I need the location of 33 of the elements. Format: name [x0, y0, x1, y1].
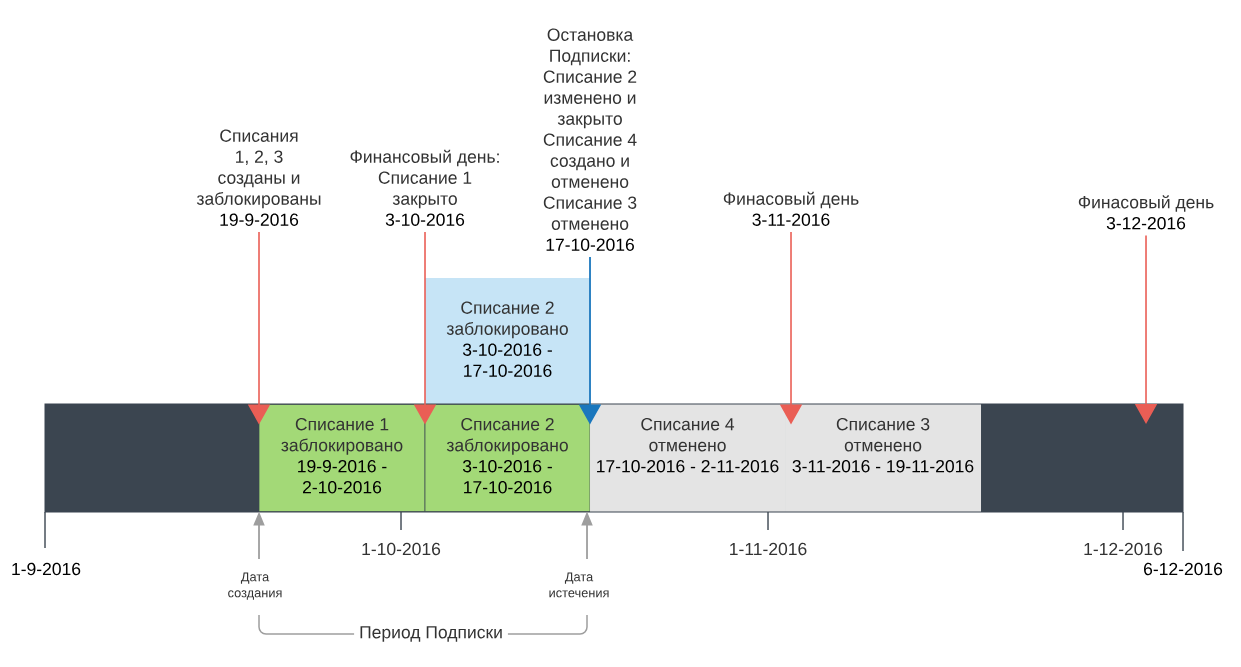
period-segment — [785, 404, 981, 512]
period-dates: 3-10-2016 - 17-10-2016 — [462, 460, 552, 494]
event-description: Остановка Подписки: Списание 2 изменено и закрыто Списание 4 создано и отменено Списание 3 отменено — [543, 28, 637, 230]
bracket-label: Период Подписки — [354, 621, 508, 647]
period-title: Списание 2 заблокировано — [446, 301, 568, 339]
period-dates: 19-9-2016 - 2-10-2016 — [298, 460, 387, 494]
period-box — [425, 278, 590, 404]
event-description: Финасовый день — [1078, 195, 1214, 212]
event-description: Списания 1, 2, 3 созданы и заблокированы — [196, 129, 321, 209]
event-description: Финасовый день — [723, 191, 859, 209]
date-caption: Дата истечения — [549, 572, 609, 598]
period-segment — [258, 404, 426, 512]
period-title: Списание 4 отменено — [641, 418, 735, 452]
date-caption: Дата создания — [228, 572, 282, 600]
event-description: Финансовый день: Списание 1 закрыто — [350, 149, 499, 209]
tick-label: 1-9-2016 — [12, 562, 81, 576]
tick-label: 1-11-2016 — [730, 542, 807, 556]
tick-label: 1-10-2016 — [362, 542, 441, 556]
period-dates: 3-10-2016 - 17-10-2016 — [462, 343, 552, 377]
period-title: Списание 3 отменено — [836, 418, 930, 452]
event-date: 3-11-2016 — [752, 213, 830, 226]
event-date: 3-12-2016 — [1106, 217, 1186, 230]
period-dates: 3-11-2016 - 19-11-2016 — [792, 460, 974, 473]
period-segment — [424, 404, 591, 512]
period-title: Списание 2 заблокировано — [446, 418, 568, 455]
period-title: Списание 1 заблокировано — [281, 418, 403, 455]
period-dates: 17-10-2016 - 2-11-2016 — [597, 460, 779, 473]
tick-label: 1-12-2016 — [1084, 542, 1163, 556]
event-date: 19-9-2016 — [220, 213, 299, 226]
tick-label: 6-12-2016 — [1144, 562, 1223, 576]
period-segment — [590, 404, 785, 512]
event-date: 17-10-2016 — [546, 238, 634, 251]
event-date: 3-10-2016 — [385, 213, 465, 226]
